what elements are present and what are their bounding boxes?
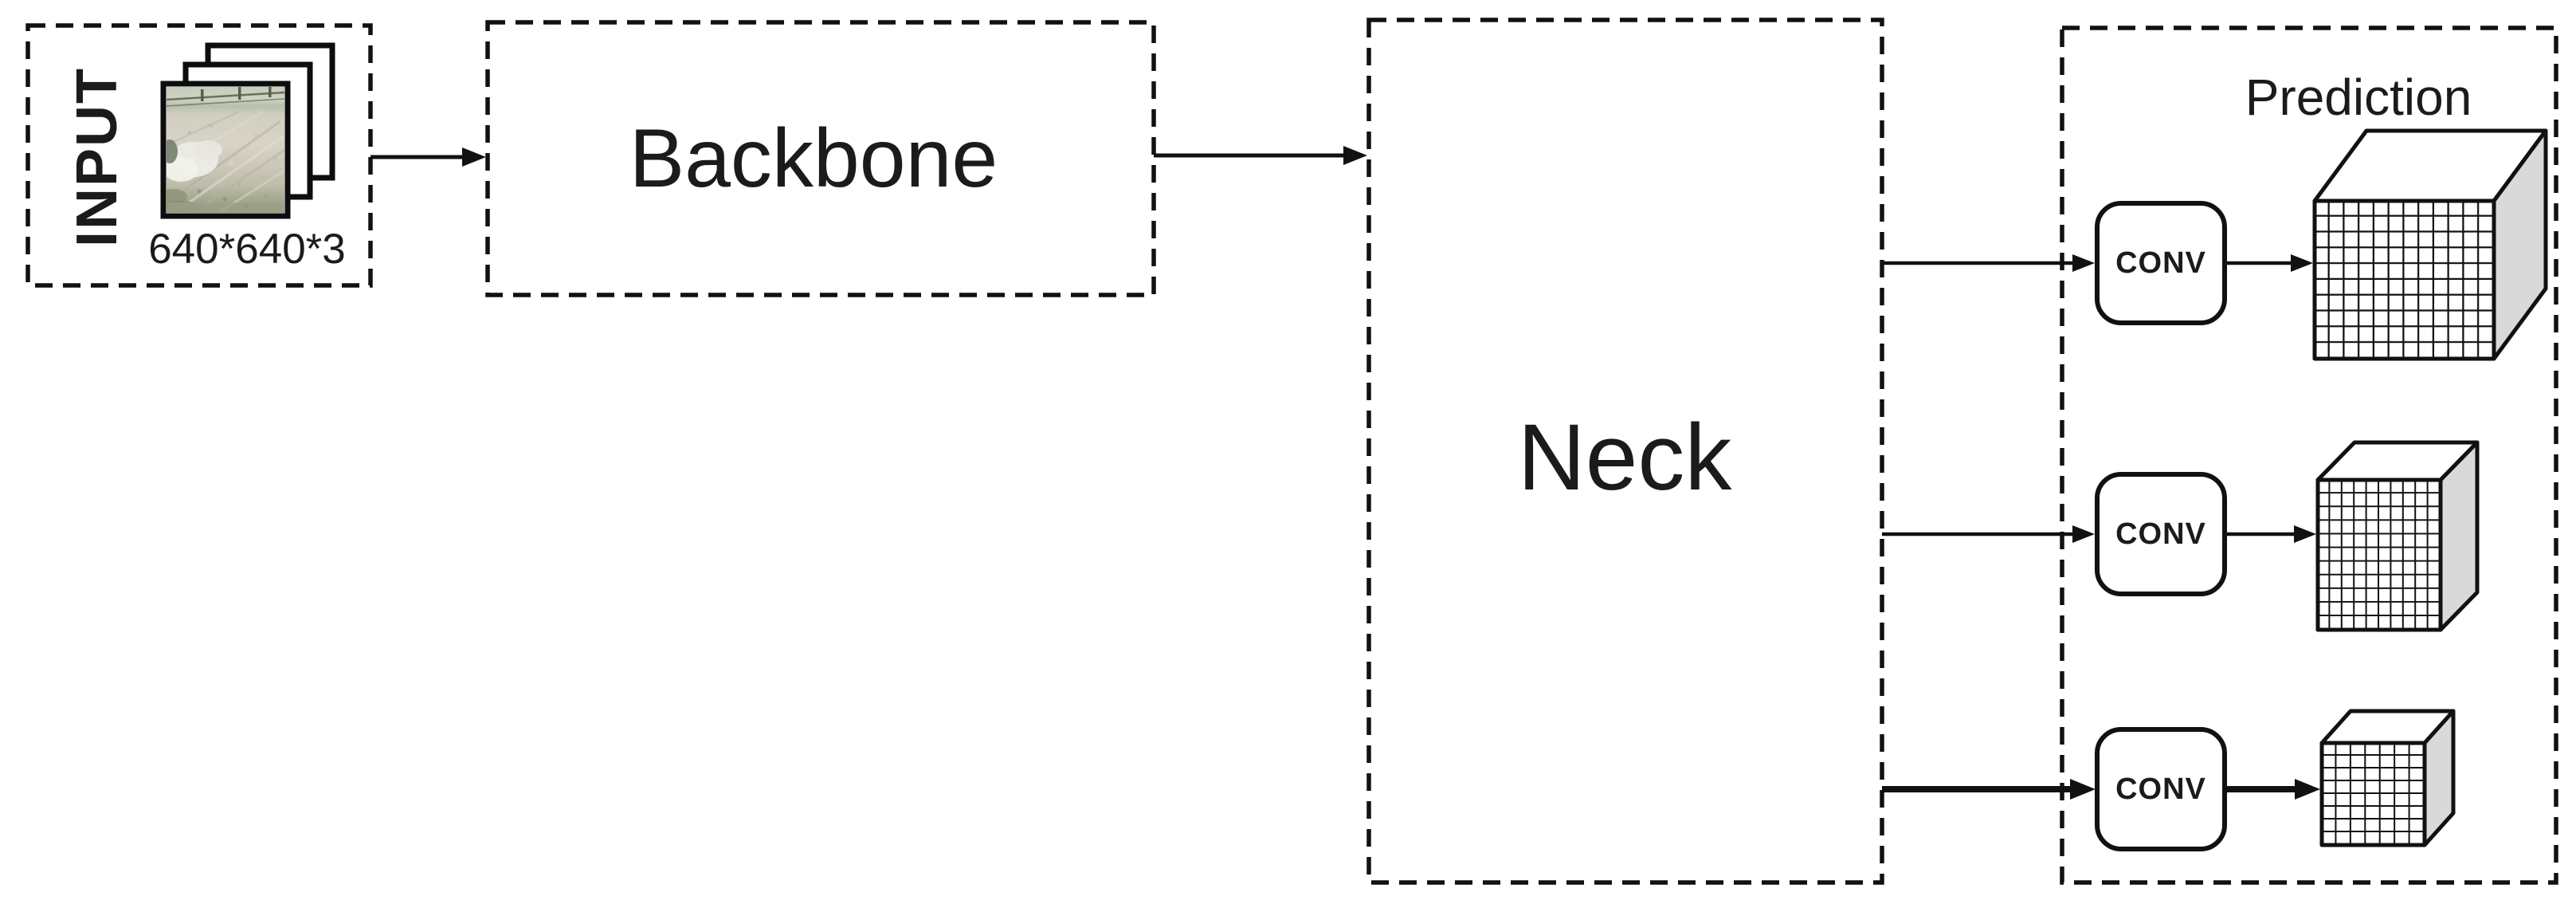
field-photo: [167, 87, 284, 213]
backbone-box: [485, 20, 1156, 297]
neck-label: Neck: [1517, 405, 1732, 510]
feature-cube-medium-icon: [2315, 440, 2480, 632]
input-dimensions-label: 640*640*3: [148, 225, 346, 273]
image-frame-front-border: [160, 81, 291, 219]
conv-label-2: CONV: [2115, 517, 2206, 551]
backbone-label: Backbone: [629, 112, 998, 205]
input-label: INPUT: [65, 67, 129, 247]
input-image-stack-icon: [160, 42, 335, 219]
feature-cube-small-icon: [2319, 709, 2456, 847]
arrow-backbone-to-neck: [1154, 146, 1367, 165]
arrow-conv-to-cube-2: [2225, 525, 2316, 543]
feature-cube-large-icon: [2312, 128, 2548, 361]
arrow-neck-to-conv-3: [1882, 779, 2096, 800]
neck-box: [1366, 18, 1884, 885]
conv-label-3: CONV: [2115, 772, 2206, 806]
arrow-conv-to-cube-1: [2225, 254, 2313, 272]
conv-label-1: CONV: [2115, 246, 2206, 280]
input-box: [25, 23, 373, 288]
arrow-conv-to-cube-3: [2225, 779, 2320, 800]
arrow-neck-to-conv-2: [1882, 525, 2095, 543]
arrow-neck-to-conv-1: [1882, 254, 2095, 272]
prediction-box: [2060, 26, 2558, 885]
prediction-title: Prediction: [2245, 69, 2472, 126]
arrow-input-to-backbone: [371, 147, 486, 167]
